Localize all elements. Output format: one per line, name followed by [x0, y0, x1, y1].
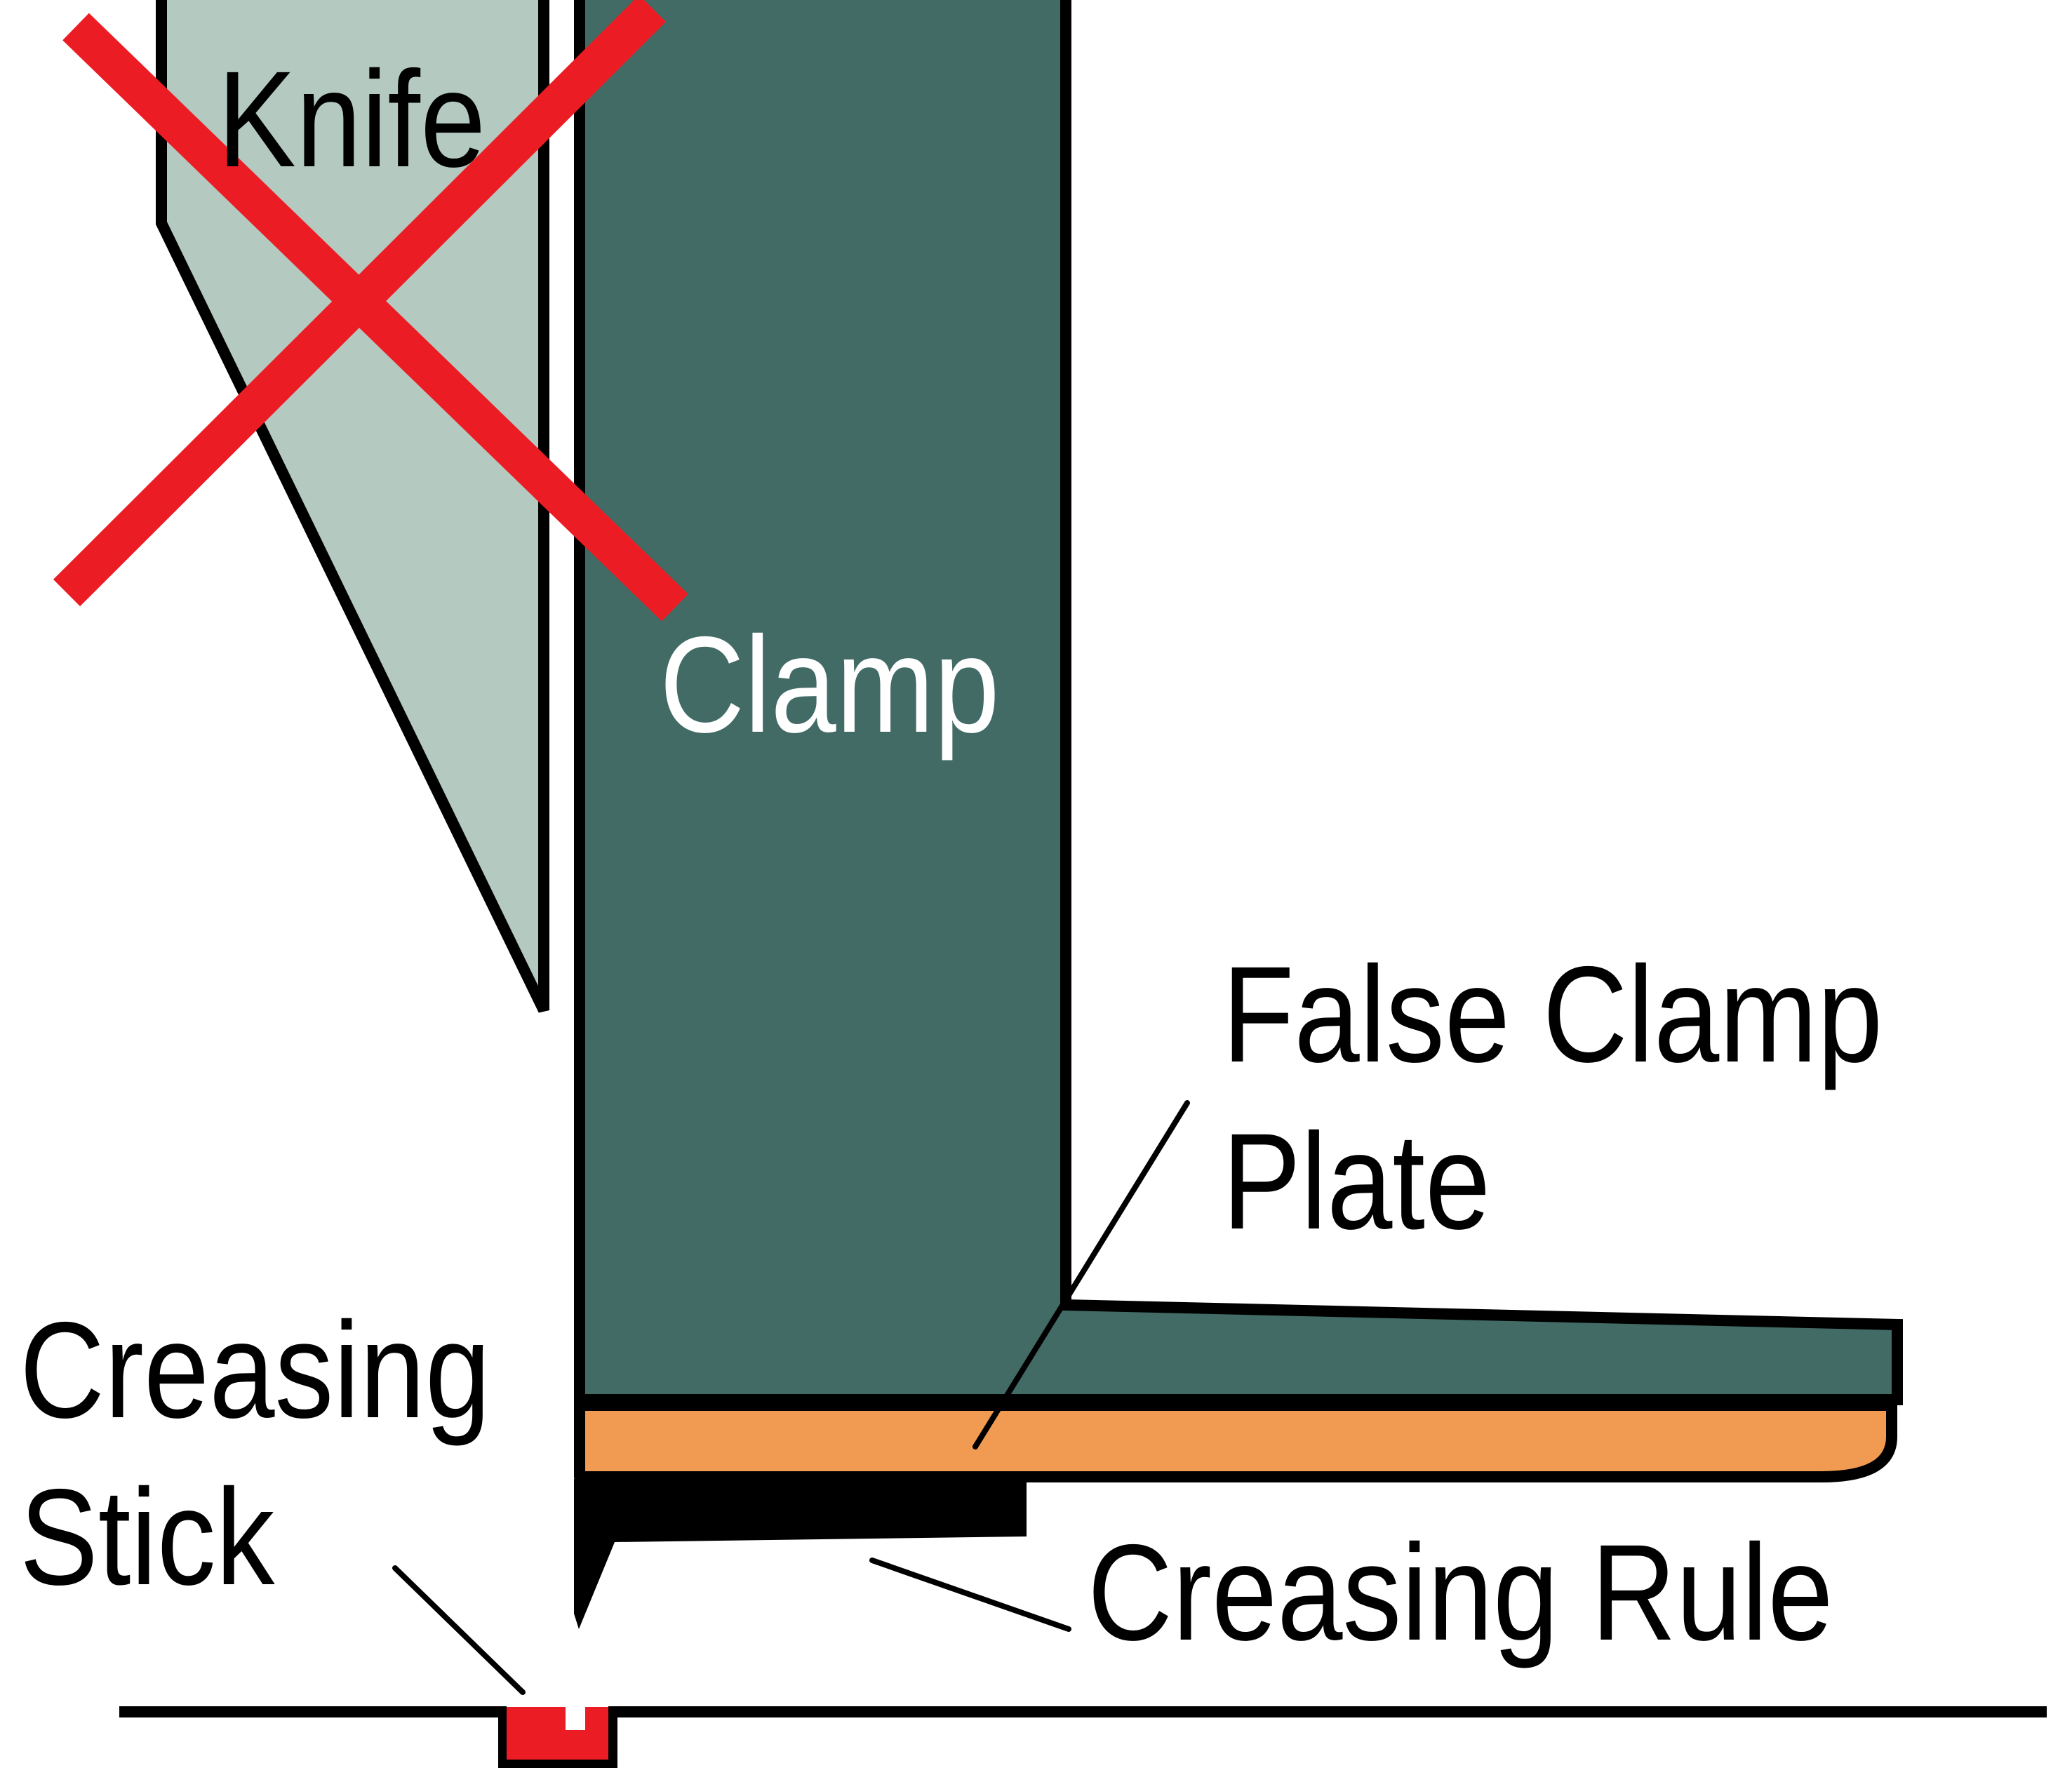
- table-line-right: [617, 1706, 2047, 1717]
- false-clamp-plate-shape: [574, 1400, 1897, 1482]
- false-clamp-plate-label-line2: Plate: [1222, 1105, 1491, 1258]
- creasing-stick-shape: [507, 1707, 608, 1760]
- leader-creasing-rule: [869, 1558, 1071, 1632]
- stick-channel-shape: [498, 1706, 617, 1768]
- leader-creasing-stick: [392, 1565, 526, 1695]
- knife-label: Knife: [218, 43, 486, 196]
- creasing-rule-shape: [574, 1479, 1027, 1629]
- table-line-left: [119, 1706, 498, 1717]
- creasing-stick-label-line1: Creasing: [20, 1294, 491, 1447]
- false-clamp-plate-label: False Clamp Plate: [1222, 931, 1883, 1265]
- clamp-label: Clamp: [660, 608, 1000, 761]
- false-clamp-plate-label-line1: False Clamp: [1222, 938, 1883, 1091]
- creasing-stick-notch: [566, 1707, 585, 1730]
- creasing-rule-label: Creasing Rule: [1088, 1516, 1833, 1669]
- knife-shape: [156, 0, 549, 1013]
- creasing-stick-label-line2: Stick: [20, 1461, 275, 1614]
- creasing-stick-label: Creasing Stick: [20, 1287, 490, 1621]
- leader-false-clamp-plate: [972, 1100, 1190, 1449]
- prohibited-x-icon: [53, 0, 688, 622]
